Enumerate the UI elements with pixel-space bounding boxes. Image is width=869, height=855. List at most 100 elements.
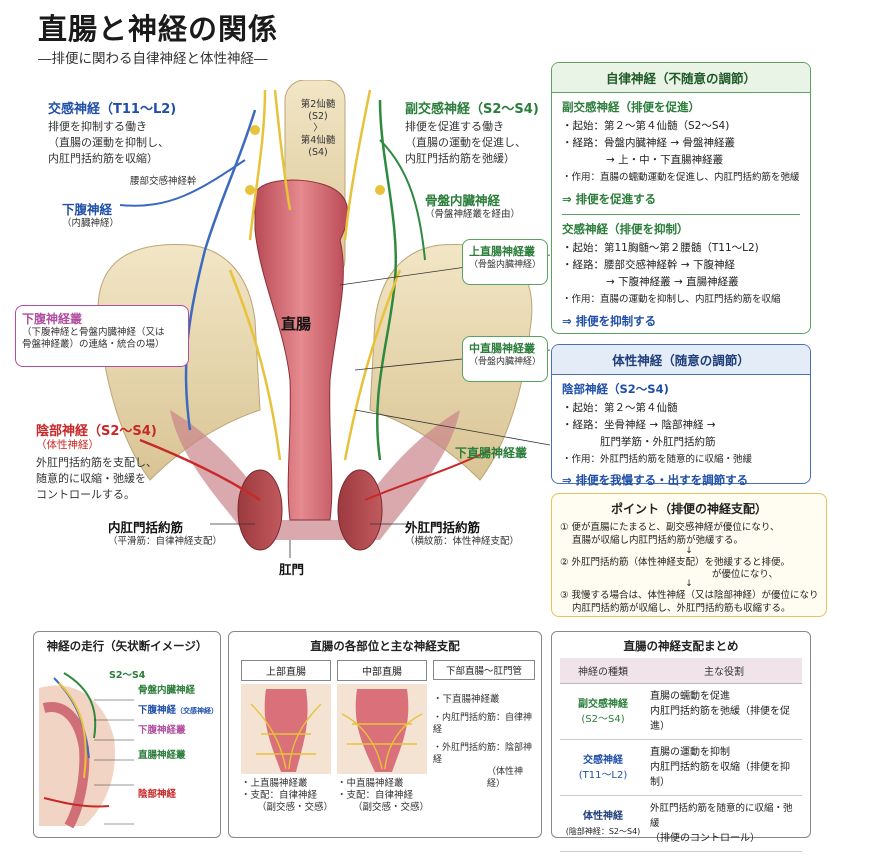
point-box-header: ポイント（排便の神経支配） (610, 502, 767, 516)
rectal-parts-title: 直腸の各部位と主な神経支配 (310, 639, 460, 653)
symp-line-3: → 下腹神経叢 → 直腸神経叢 (606, 276, 739, 288)
para-line-2: ・経路：骨盤内臓神経 → 骨盤神経叢 (562, 137, 735, 149)
point-box: ポイント（排便の神経支配） ① 便が直腸にたまると、副交感神経が優位になり、 直… (551, 493, 827, 617)
sympathetic-nerve-line (184, 109, 257, 431)
somatic-title: 陰部神経（S2～S4) (562, 382, 669, 396)
inferior-hypogastric-sub-2: 骨盤神経叢）の連絡・統合の場） (22, 339, 165, 350)
right-sphincter (337, 469, 383, 551)
sacral-label-group: 第2仙髄 (S2) 〉 第4仙髄 (S4) (298, 99, 338, 159)
summary-title: 直腸の神経支配まとめ (623, 639, 739, 653)
middle-rectum-image (337, 684, 427, 774)
sympathetic-label-group: 交感神経（T11～L2) 排便を抑制する働き （直腸の運動を抑制し、 内肛門括約… (48, 98, 176, 167)
summary-para-sub: (S2～S4) (581, 713, 625, 725)
summary-para-r2: 内肛門括約筋を弛緩（排便を促進） (650, 706, 790, 732)
point-line-2: 直腸が収縮し内肛門括約筋が弛緩する。 (572, 535, 744, 546)
summary-symp-name: 交感神経 (583, 754, 623, 766)
panel1-label-s2s4: S2～S4 (109, 670, 146, 681)
panel1-hypogastric-sub: （交感神経） (176, 707, 219, 715)
sympathetic-desc-2: （直腸の運動を抑制し、 (48, 136, 169, 149)
point-arrow-1: ↓ (685, 546, 693, 556)
middle-rectal-label: 中直腸神経叢 (469, 342, 535, 355)
para-line-3: → 上・中・下直腸神経叢 (606, 154, 724, 166)
middle-rectum-line-1: ・中直腸神経叢 (337, 778, 404, 789)
upper-rectum-col: 上部直腸 ・上直腸神経叢 ・支配：自律神経 （副交感・交感） (241, 660, 334, 814)
para-title: 副交感神経（排便を促進） (562, 100, 700, 114)
summary-panel: 直腸の神経支配まとめ 神経の種類 主な役割 副交感神経(S2～S4) 直腸の蠕動… (551, 631, 811, 852)
summary-para-name: 副交感神経 (578, 698, 628, 710)
parasympathetic-label: 副交感神経（S2～S4) (405, 102, 539, 117)
lower-rectum-line-4: （体性神経） (487, 767, 524, 789)
anus-label: 肛門 (279, 562, 305, 577)
upper-rectal-sub: （骨盤内臓神経） (469, 260, 542, 270)
sacral-label-4: 第4仙髄 (300, 135, 336, 146)
sympathetic-label: 交感神経（T11～L2) (48, 102, 177, 117)
upper-rectum-line-1: ・上直腸神経叢 (241, 778, 308, 789)
hypogastric-label-group: 下腹神経 （内臓神経） (62, 199, 119, 230)
upper-rectum-line-3: （副交感・交感） (257, 802, 334, 813)
symp-line-1: ・起始：第11胸髄～第２腰髄（T11～L2) (562, 242, 759, 254)
internal-sphincter-group: 内肛門括約筋 （平滑筋：自律神経支配） (108, 517, 222, 548)
rectum (254, 179, 349, 521)
sacral-label-1: 第2仙髄 (300, 99, 336, 110)
summary-somatic-name: 体性神経 (583, 810, 623, 822)
somatic-line-2: ・経路：坐骨神経 → 陰部神経 → (562, 419, 716, 431)
point-line-3b: が優位になり、 (711, 569, 778, 580)
pelvic-splanchnic-label-group: 骨盤内臓神経 （骨盤神経叢を経由） (425, 190, 520, 221)
summary-symp-r1: 直腸の運動を抑制 (650, 747, 730, 758)
somatic-line-1: ・起始：第２～第４仙髄 (562, 402, 678, 414)
internal-sphincter-sub: （平滑筋：自律神経支配） (108, 536, 223, 547)
middle-rectal-sub: （骨盤内臓神経） (469, 357, 542, 367)
somatic-result: ⇒ 排便を我慢する・出すを調節する (562, 473, 749, 487)
symp-line-4: ・作用：直腸の運動を抑制し、内肛門括約筋を収縮 (562, 294, 781, 305)
upper-rectum-line-2: ・支配：自律神経 (241, 790, 318, 801)
summary-row-symp: 交感神経(T11～L2) 直腸の運動を抑制内肛門括約筋を収縮（排便を抑制） (560, 739, 802, 796)
pudendal-desc-3: コントロールする。 (36, 488, 135, 501)
autonomic-box: 自律神経（不随意の調節） 副交感神経（排便を促進） ・起始：第２～第４仙髄（S2… (551, 62, 811, 334)
summary-row-somatic: 体性神経(陰部神経：S2～S4) 外肛門括約筋を随意的に収縮・弛緩（排便のコント… (560, 795, 802, 852)
parasympathetic-desc-1: 排便を促進する働き (405, 120, 504, 133)
sympathetic-desc-1: 排便を抑制する働き (48, 120, 147, 133)
sagittal-panel-title: 神経の走行（矢状断イメージ） (46, 639, 208, 653)
sacral-label-3: 〉 (313, 123, 323, 134)
pudendal-label-group: 陰部神経（S2～S4) （体性神経） 外肛門括約筋を支配し、 随意的に収縮・弛緩… (36, 420, 157, 503)
inferior-hypogastric-box: 下腹神経叢 （下腹神経と骨盤内臓神経（又は 骨盤神経叢）の連絡・統合の場） (15, 305, 189, 367)
somatic-box-header: 体性神経（随意の調節） (552, 345, 810, 375)
middle-rectum-line-3: （副交感・交感） (353, 802, 430, 813)
panel1-label-rectal-plexus: 直腸神経叢 (138, 750, 186, 761)
para-line-1: ・起始：第２～第４仙髄（S2～S4) (562, 120, 730, 132)
panel1-label-pudendal: 陰部神経 (138, 789, 177, 800)
page-title: 直腸と神経の関係 (38, 12, 279, 46)
summary-header-type: 神経の種類 (560, 658, 646, 684)
autonomic-nerve-plexus (228, 89, 402, 461)
rectum-nerve-illustration (97, 80, 550, 558)
point-line-5: 内肛門括約筋が収縮し、外肛門括約筋も収縮する。 (572, 603, 791, 614)
hypogastric-sub: （内臓神経） (62, 218, 120, 229)
pelvic-splanchnic-label: 骨盤内臓神経 (425, 193, 501, 208)
upper-rectal-plexus-box: 上直腸神経叢 （骨盤内臓神経） (462, 239, 548, 285)
pudendal-nerve-line (139, 438, 261, 502)
summary-table: 神経の種類 主な役割 副交感神経(S2～S4) 直腸の蠕動を促進内肛門括約筋を弛… (560, 658, 802, 852)
point-line-3: ② 外肛門括約筋（体性神経支配）を弛緩すると排便。 (560, 557, 791, 568)
inferior-hypogastric-label: 下腹神経叢 (22, 312, 83, 326)
pudendal-desc-2: 随意的に収縮・弛緩を (36, 472, 146, 485)
somatic-line-3: 肛門挙筋・外肛門括約筋 (600, 436, 716, 448)
summary-symp-r2: 内肛門括約筋を収縮（排便を抑制） (650, 762, 790, 788)
panel1-label-pelvic: 骨盤内臓神経 (138, 685, 196, 696)
external-sphincter-group: 外肛門括約筋 （横紋筋：体性神経支配） (405, 517, 519, 548)
somatic-line-4: ・作用：外肛門括約筋を随意的に収縮・弛緩 (562, 454, 753, 465)
upper-rectal-label: 上直腸神経叢 (469, 245, 535, 258)
point-line-1: ① 便が直腸にたまると、副交感神経が優位になり、 (560, 522, 780, 533)
pudendal-sub: （体性神経） (36, 439, 99, 451)
para-result: ⇒ 排便を促進する (562, 192, 657, 206)
pudendal-label: 陰部神経（S2～S4) (36, 424, 157, 439)
lower-rectum-line-3: ・外肛門括約筋：陰部神経 (433, 743, 533, 765)
middle-rectum-line-2: ・支配：自律神経 (337, 790, 414, 801)
panel1-hypogastric-name: 下腹神経 (138, 705, 177, 716)
sagittal-panel: 神経の走行（矢状断イメージ） S2～S4 骨盤内臓神経 下腹神経（交感神経） 下… (33, 631, 221, 838)
lower-rectum-line-1: ・下直腸神経叢 (433, 694, 500, 705)
autonomic-box-header: 自律神経（不随意の調節） (552, 63, 810, 93)
pelvic-splanchnic-sub: （骨盤神経叢を経由） (425, 209, 521, 220)
sacral-label-5: (S4) (308, 147, 328, 158)
somatic-box: 体性神経（随意の調節） 陰部神経（S2～S4) ・起始：第２～第４仙髄 ・経路：… (551, 344, 811, 487)
summary-somatic-sub: (陰部神経：S2～S4) (565, 826, 641, 836)
